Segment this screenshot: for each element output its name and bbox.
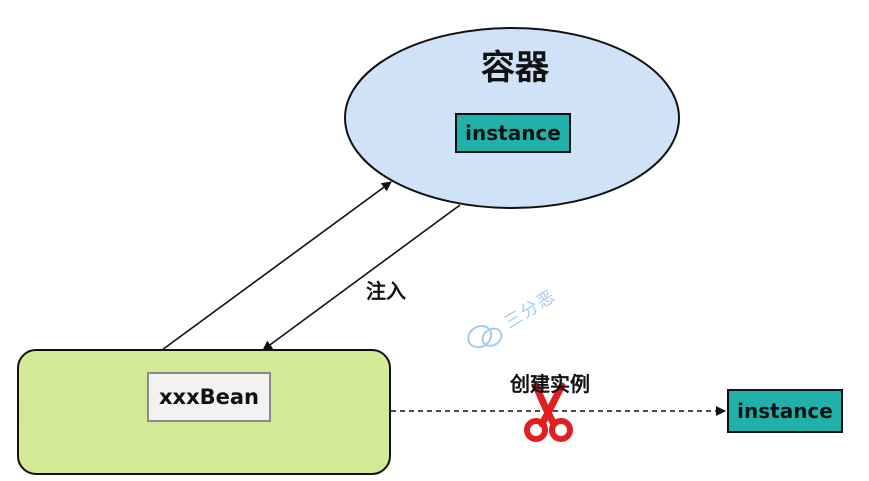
wechat-icon bbox=[467, 325, 503, 349]
watermark: 三分恶 bbox=[454, 249, 602, 371]
arrow-inject bbox=[262, 204, 461, 351]
arrow-to-container bbox=[161, 181, 392, 351]
create-instance-label: 创建实例 bbox=[510, 372, 590, 396]
watermark-text: 三分恶 bbox=[501, 285, 561, 334]
bean-label-box: xxxBean bbox=[147, 372, 271, 422]
inject-label: 注入 bbox=[366, 279, 406, 303]
container-title: 容器 bbox=[481, 48, 549, 88]
scissors-icon bbox=[524, 382, 573, 442]
external-instance-box: instance bbox=[727, 389, 843, 433]
container-instance-box: instance bbox=[455, 113, 571, 153]
